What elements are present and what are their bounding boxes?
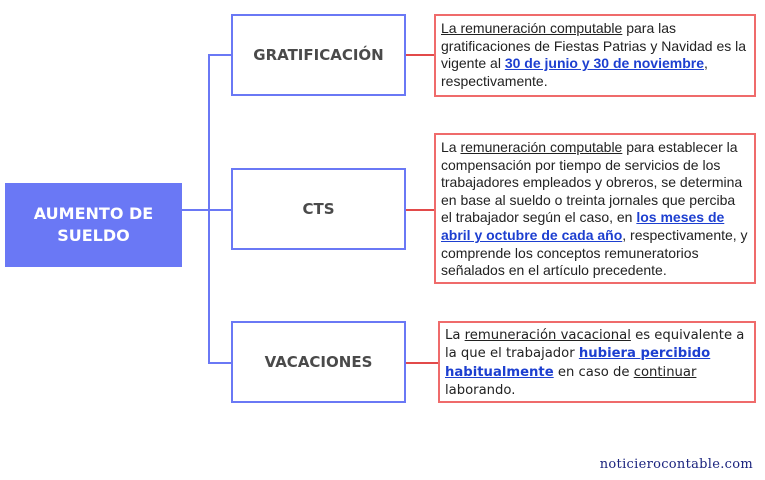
desc-text: La	[445, 328, 465, 343]
desc-text: laborando	[445, 383, 512, 399]
desc-text: La	[441, 139, 461, 155]
connector-to-vacaciones	[208, 362, 231, 364]
desc-underline: remuneración vacacional	[464, 328, 631, 343]
desc-text: , respectivamente, y comprende los conce…	[441, 226, 748, 279]
connector-to-gratificacion	[208, 54, 231, 56]
connector-vacaciones-desc	[406, 362, 438, 364]
category-cts: CTS	[231, 168, 406, 250]
category-gratificacion: GRATIFICACIÓN	[231, 14, 406, 96]
desc-underline: continuar	[633, 364, 697, 380]
description-vacaciones: La remuneración vacacional es equivalent…	[438, 321, 756, 403]
connector-to-cts	[208, 209, 231, 211]
root-node: AUMENTO DE SUELDO	[5, 183, 182, 267]
desc-underline: La remuneración computable	[441, 20, 623, 36]
category-vacaciones: VACACIONES	[231, 321, 406, 403]
root-label-line1: AUMENTO DE	[33, 204, 154, 223]
desc-highlight: hubiera percibido habitualmente	[445, 346, 711, 380]
desc-text: para establecer la compensación por tiem…	[441, 139, 743, 226]
category-label: CTS	[302, 200, 335, 218]
desc-underline: remuneración computable	[460, 139, 623, 155]
description-cts: La remuneración computable para establec…	[434, 133, 756, 284]
category-label: VACACIONES	[264, 353, 373, 371]
desc-text: para las gratificaciones de Fiestas Patr…	[441, 20, 747, 72]
category-label: GRATIFICACIÓN	[253, 46, 384, 64]
desc-text: , respectivamente.	[441, 55, 708, 89]
desc-highlight: 30 de junio y 30 de noviembre	[504, 55, 705, 72]
desc-text: .	[511, 383, 516, 399]
desc-text: en caso de	[553, 364, 634, 380]
description-gratificacion: La remuneración computable para las grat…	[434, 14, 756, 97]
connector-gratificacion-desc	[406, 54, 434, 56]
connector-root-trunk	[182, 209, 209, 211]
root-label-line2: SUELDO	[57, 226, 130, 245]
watermark: noticierocontable.com	[599, 457, 753, 472]
desc-text: es equivalente a la que el trabajador	[445, 328, 745, 362]
desc-highlight: los meses de abril y octubre de cada año	[441, 209, 725, 243]
connector-cts-desc	[406, 209, 434, 211]
